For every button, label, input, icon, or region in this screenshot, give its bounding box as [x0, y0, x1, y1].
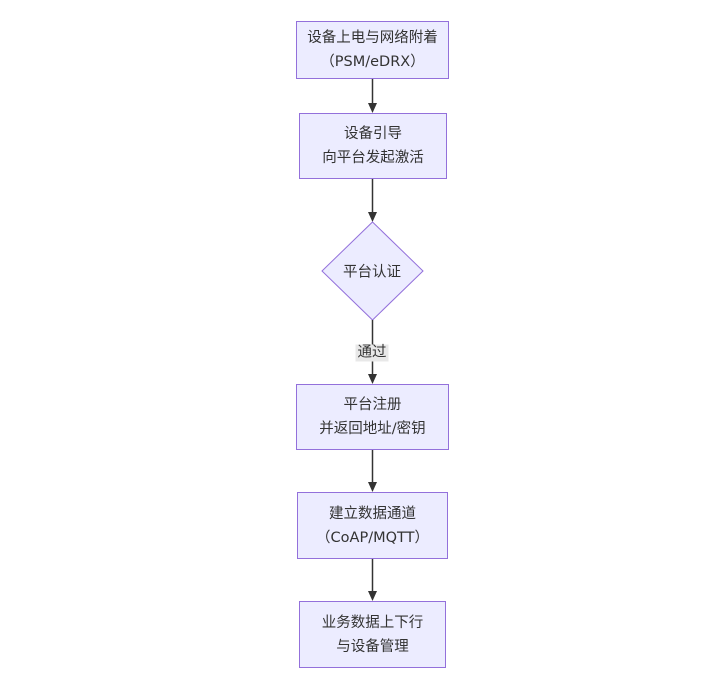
node-label: 并返回地址/密钥 — [319, 421, 426, 437]
node-power-on-attach: 设备上电与网络附着 （PSM/eDRX） — [296, 21, 449, 79]
node-label: 向平台发起激活 — [322, 150, 424, 166]
node-platform-register: 平台注册 并返回地址/密钥 — [296, 384, 449, 450]
node-label: 与设备管理 — [336, 638, 409, 655]
edge-3-arrowhead-icon — [368, 374, 377, 384]
node-label: 平台注册 — [343, 397, 402, 413]
node-data-channel: 建立数据通道 （CoAP/MQTT） — [297, 492, 448, 559]
node-label: 业务数据上下行 — [321, 614, 424, 631]
node-business-data: 业务数据上下行 与设备管理 — [299, 601, 446, 668]
edge-5-arrowhead-icon — [368, 591, 377, 601]
edge-2-arrowhead-icon — [368, 212, 377, 222]
node-label: 设备引导 — [344, 126, 402, 142]
node-label: （CoAP/MQTT） — [316, 529, 429, 546]
edge-label-pass: 通过 — [355, 344, 389, 362]
node-label: 建立数据通道 — [329, 505, 416, 522]
node-label: （PSM/eDRX） — [320, 54, 425, 70]
edge-4-arrowhead-icon — [368, 482, 377, 492]
node-device-bootstrap: 设备引导 向平台发起激活 — [299, 113, 447, 179]
node-platform-auth-label: 平台认证 — [343, 264, 401, 281]
edge-1-arrowhead-icon — [368, 103, 377, 113]
node-label: 设备上电与网络附着 — [307, 30, 438, 46]
